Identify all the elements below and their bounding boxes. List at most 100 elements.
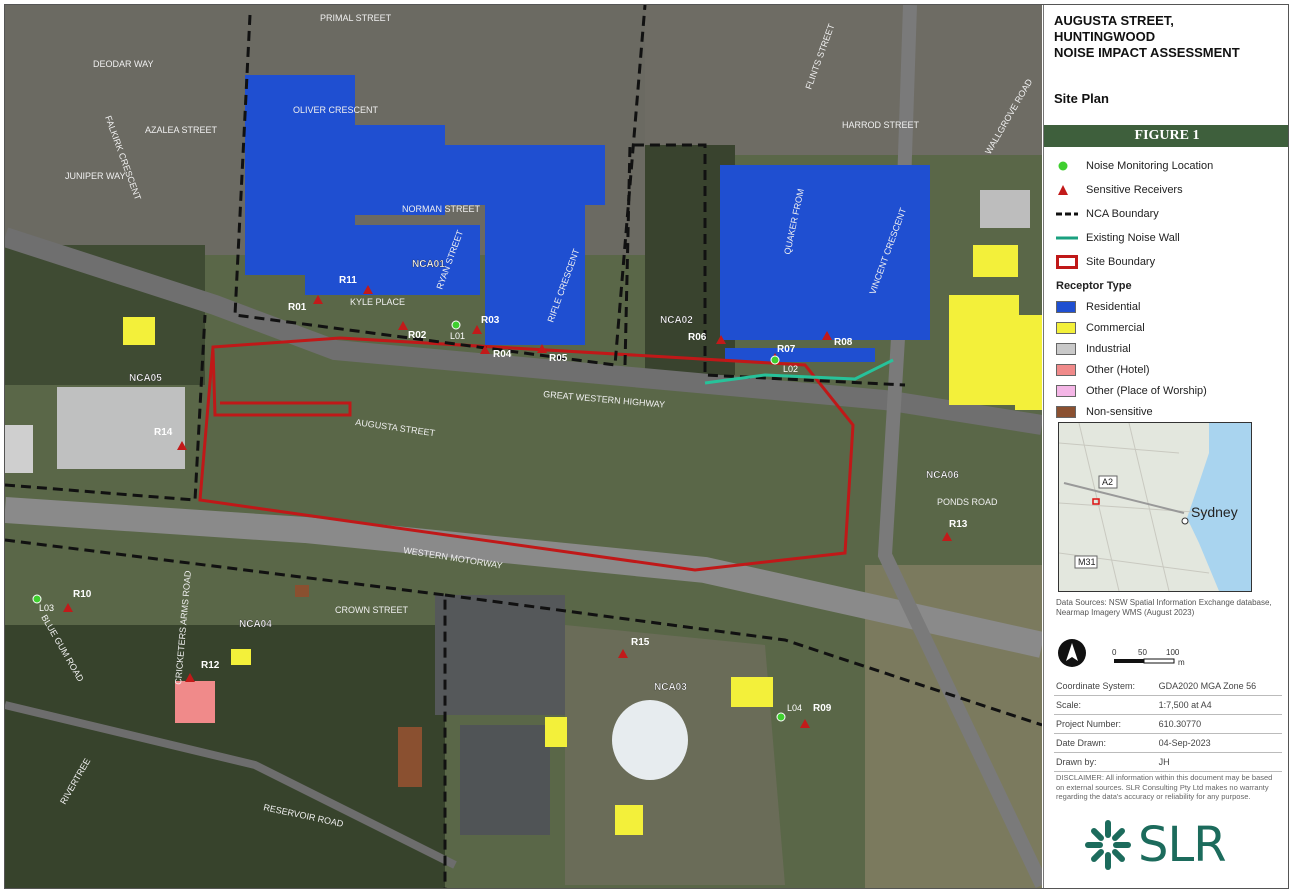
title-line: AUGUSTA STREET,: [1054, 13, 1174, 28]
title-line: NOISE IMPACT ASSESSMENT: [1054, 45, 1240, 60]
map-metadata-table: Coordinate System:GDA2020 MGA Zone 56 Sc…: [1054, 677, 1282, 772]
report-title: AUGUSTA STREET, HUNTINGWOOD NOISE IMPACT…: [1054, 13, 1240, 61]
black-dashed-line-icon: [1056, 207, 1078, 221]
receiver-label: R08: [834, 337, 853, 348]
l01-marker: [451, 320, 461, 330]
meta-key: Coordinate System:: [1054, 677, 1157, 696]
legend-item-monitoring: Noise Monitoring Location: [1056, 157, 1213, 175]
legend-label: Noise Monitoring Location: [1086, 160, 1214, 172]
meta-key: Project Number:: [1054, 714, 1157, 734]
residential-block-7: [725, 348, 875, 362]
site-boundary: [198, 336, 855, 572]
r01-marker: [313, 295, 323, 304]
green-circle-icon: [1056, 159, 1078, 173]
monitoring-label: L04: [787, 703, 802, 713]
legend-item-site-boundary: Site Boundary: [1056, 253, 1155, 271]
non-sensitive-1: [398, 727, 422, 787]
r09-marker: [800, 719, 810, 728]
legend-label: Sensitive Receivers: [1086, 184, 1183, 196]
meta-value: JH: [1156, 752, 1282, 772]
legend-label: Residential: [1086, 301, 1141, 313]
residential-buildings: [245, 75, 930, 362]
nca-label: NCA02: [660, 315, 693, 326]
street-label: NORMAN STREET: [402, 204, 481, 214]
legend-label: Other (Hotel): [1086, 364, 1150, 376]
scale-label: 100: [1166, 648, 1180, 657]
street-label: JUNIPER WAY: [65, 171, 126, 181]
commercial-6: [545, 717, 567, 747]
nca-label: NCA05: [129, 373, 162, 384]
commercial-1: [973, 245, 1018, 277]
monitoring-label: L03: [39, 603, 54, 613]
nca04-boundary: [5, 538, 447, 888]
r14-marker: [177, 441, 187, 450]
carpark: [435, 595, 565, 715]
western-motorway: [5, 497, 1042, 658]
legend-label: Commercial: [1086, 322, 1145, 334]
locality-inset-map[interactable]: A2 M31 Sydney: [1058, 422, 1252, 592]
nca-label: NCA01: [412, 259, 445, 270]
commercial-swatch: [1056, 321, 1078, 335]
meta-value: GDA2020 MGA Zone 56: [1156, 677, 1282, 696]
green-line-icon: [1056, 231, 1078, 245]
map-canvas: PRIMAL STREET DEODAR WAY FALKIRK CRESCEN…: [5, 5, 1042, 888]
receiver-label: R12: [201, 660, 220, 671]
receiver-label: R07: [777, 344, 796, 355]
inset-road-label: M31: [1078, 557, 1096, 567]
map-frame: PRIMAL STREET DEODAR WAY FALKIRK CRESCEN…: [4, 4, 1289, 889]
scale-row: 0 50 100 m: [1054, 635, 1284, 675]
wallgrove-road: [877, 5, 1042, 888]
meta-key: Scale:: [1054, 695, 1157, 715]
table-row: Scale:1:7,500 at A4: [1054, 695, 1282, 715]
street-label: HARROD STREET: [842, 120, 920, 130]
monitoring-label: L01: [450, 331, 465, 341]
monitoring-labels: L01 L02 L03 L04: [39, 331, 802, 713]
suburb-north-east: [645, 5, 1042, 155]
meta-value: 04-Sep-2023: [1156, 733, 1282, 753]
receiver-labels: R01 R02 R03 R04 R05 R06 R07 R08 R09 R10 …: [73, 275, 968, 714]
r02-marker: [398, 321, 408, 330]
inset-city-marker: [1181, 517, 1189, 525]
r04-marker: [480, 345, 490, 354]
receiver-label: R11: [339, 275, 357, 286]
l04-marker: [776, 712, 786, 722]
r10-marker: [63, 603, 73, 612]
receiver-label: R02: [408, 330, 427, 341]
r03-marker: [472, 325, 482, 334]
meta-value: 610.30770: [1156, 714, 1282, 734]
legend-label: Site Boundary: [1086, 256, 1156, 268]
receiver-label: R06: [688, 332, 707, 343]
legend-item-residential: Residential: [1056, 298, 1140, 316]
scale-label: 0: [1112, 648, 1117, 657]
legend-panel: AUGUSTA STREET, HUNTINGWOOD NOISE IMPACT…: [1043, 5, 1288, 888]
table-row: Coordinate System:GDA2020 MGA Zone 56: [1054, 677, 1282, 696]
nca-label: NCA06: [926, 470, 959, 481]
nca-labels: NCA01 NCA02 NCA03 NCA04 NCA05 NCA06: [129, 259, 960, 693]
map-area[interactable]: PRIMAL STREET DEODAR WAY FALKIRK CRESCEN…: [5, 5, 1042, 888]
reservoir-road: [5, 701, 457, 869]
l02-marker: [770, 355, 780, 365]
nca-label: NCA03: [654, 682, 687, 693]
commercial-7: [615, 805, 643, 835]
legend-label: Existing Noise Wall: [1086, 232, 1180, 244]
r06-marker: [716, 335, 726, 344]
red-triangle-icon: [1056, 183, 1078, 197]
inset-site-marker: [1092, 498, 1100, 505]
legend-item-non-sensitive: Non-sensitive: [1056, 403, 1153, 421]
legend-item-industrial: Industrial: [1056, 340, 1131, 358]
commercial-2: [949, 295, 1019, 405]
non-sensitive-swatch: [1056, 405, 1078, 419]
monitoring-markers: [32, 320, 786, 722]
hotel-swatch: [1056, 363, 1078, 377]
street-label: PONDS ROAD: [937, 497, 998, 507]
commercial-8: [731, 677, 773, 707]
legend-label: Industrial: [1086, 343, 1131, 355]
receiver-label: R09: [813, 703, 832, 714]
receiver-label: R15: [631, 637, 650, 648]
r11-marker: [363, 285, 373, 294]
carpark-south: [460, 725, 550, 835]
nca-label: NCA04: [239, 619, 272, 630]
r05-marker: [537, 344, 547, 353]
non-sensitive-buildings: [295, 585, 422, 787]
legend-item-noise-wall: Existing Noise Wall: [1056, 229, 1180, 247]
